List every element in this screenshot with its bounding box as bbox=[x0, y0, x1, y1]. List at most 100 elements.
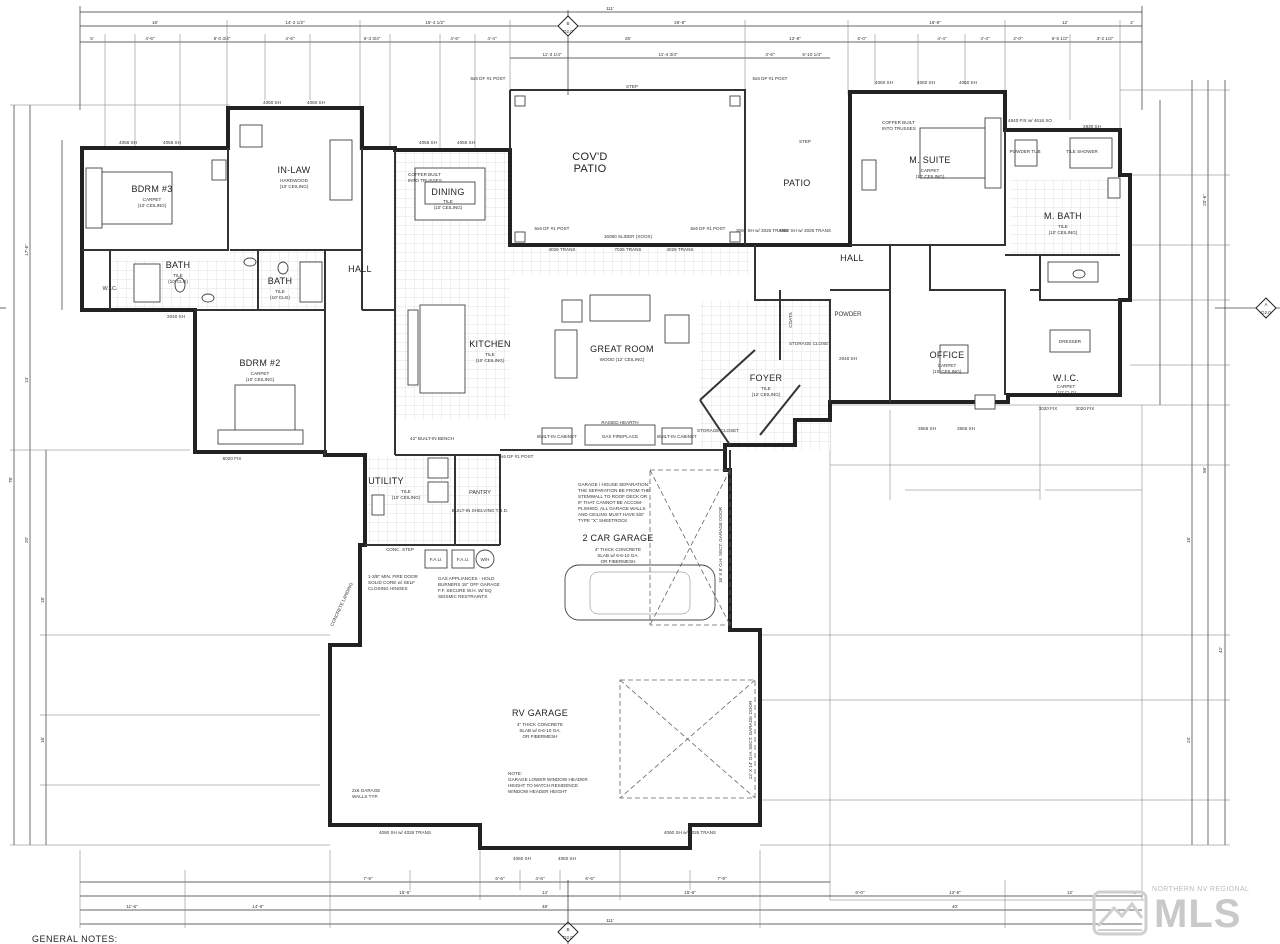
room-powder: POWDER bbox=[835, 312, 863, 318]
room-covd-patio-line2: PATIO bbox=[574, 163, 607, 175]
dim-text: 17'-6" bbox=[24, 244, 29, 256]
room-ceiling: (10' CEILING) bbox=[476, 358, 505, 363]
label-slider: 16080 SLIDER (XOOX) bbox=[604, 234, 653, 239]
note-line: IF THAT CANNOT BE ACCOM- bbox=[578, 500, 643, 505]
label-water-heater: W/H bbox=[481, 557, 490, 562]
window-label: 3656 SH bbox=[918, 426, 936, 431]
logo-subtitle: NORTHERN NV REGIONAL bbox=[1152, 886, 1250, 893]
window-label: 4060 SH w/ 4026 TRANS bbox=[664, 830, 716, 835]
room-finish: TILE bbox=[1058, 224, 1068, 229]
garage-note: SLAB w/ 6-6-10 GA. bbox=[519, 728, 560, 733]
label-cabinet: BUILT-IN CABINET bbox=[657, 434, 697, 439]
room-finish: TILE bbox=[401, 489, 411, 494]
room-bath-1: BATH bbox=[166, 260, 191, 270]
dim-text: 56' bbox=[1202, 467, 1207, 473]
top-dimension-text: 111' 18' 14'-2 1/2" 15'-4 1/2" 26'-8" 16… bbox=[90, 6, 1134, 57]
note-line: 1-3/8" MIN. FIRE DOOR bbox=[368, 574, 419, 579]
room-ceiling: (10' CEILING) bbox=[246, 377, 275, 382]
room-kitchen: KITCHEN bbox=[469, 339, 511, 349]
window-label: 4056 SH bbox=[163, 140, 181, 145]
dim-text: 4'-4" bbox=[980, 36, 990, 41]
room-finish: TILE bbox=[443, 199, 453, 204]
dim-text: 13' bbox=[24, 377, 29, 383]
room-finish: CARPET bbox=[938, 363, 957, 368]
note-line: F.F. SECURE W.H. W/ EQ bbox=[438, 588, 492, 593]
label-landing: CONCRETE LANDING bbox=[329, 581, 354, 627]
room-pantry: PANTRY bbox=[469, 490, 491, 496]
room-inlaw: IN-LAW bbox=[278, 165, 311, 175]
exterior-walls bbox=[80, 89, 1132, 850]
room-ceiling: (10' CEILING) bbox=[392, 495, 421, 500]
dim-text: 14'-2 1/2" bbox=[285, 20, 305, 25]
room-dining: DINING bbox=[431, 187, 464, 197]
room-office: OFFICE bbox=[930, 350, 965, 360]
window-labels: 4056 SH 4056 SH 4060 SH 4060 SH 4056 SH … bbox=[119, 80, 1101, 861]
window-label: 2040 SH bbox=[167, 314, 185, 319]
note-line: BURNERS 18" OFF GARAGE bbox=[438, 582, 500, 587]
dim-text: 15'-4 1/2" bbox=[425, 20, 445, 25]
label-hearth: RAISED HEARTH bbox=[601, 420, 638, 425]
window-label: 3020 FIX bbox=[1076, 406, 1095, 411]
dim-text: 11'-6" bbox=[126, 904, 138, 909]
label-post: 6x6 DF #1 POST bbox=[499, 454, 534, 459]
label-dresser: DRESSER bbox=[1059, 339, 1082, 344]
room-rv-garage: RV GARAGE bbox=[512, 708, 568, 718]
dim-text: 11'-4 3/4" bbox=[658, 52, 677, 57]
furniture-and-fixtures bbox=[85, 117, 1121, 799]
room-finish: TILE bbox=[761, 386, 771, 391]
note-line: PLISHED, ALL GARAGE WALLS bbox=[578, 506, 646, 511]
mls-logo: NORTHERN NV REGIONAL MLS bbox=[1092, 882, 1272, 938]
dim-text: 8'-0 3/4" bbox=[214, 36, 231, 41]
label-step: STEP bbox=[626, 84, 638, 89]
note-line: NOTE: bbox=[508, 771, 522, 776]
label-coats: COATS bbox=[788, 312, 793, 327]
room-wic-bdrm3: W.I.C. bbox=[103, 286, 118, 292]
dim-text: 4'-4" bbox=[937, 36, 947, 41]
dim-top-total: 111' bbox=[606, 6, 614, 11]
general-notes-heading: GENERAL NOTES: bbox=[32, 934, 118, 944]
room-labels: BDRM #3 CARPET (10' CEILING) IN-LAW HARD… bbox=[103, 151, 1082, 739]
note-line: COFFER BUILT bbox=[882, 120, 915, 125]
label-storage: STORAGE CLOSET bbox=[789, 341, 831, 346]
note-line: COFFER BUILT bbox=[408, 172, 441, 177]
note-line: GARAGE / HOUSE SEPARATION: bbox=[578, 482, 649, 487]
note-line: STEMWALL TO ROOF DECK OR bbox=[578, 494, 648, 499]
note-line: WALLS TYP. bbox=[352, 794, 378, 799]
room-wic-master: W.I.C. bbox=[1053, 373, 1079, 383]
label-fau: F.A.U. bbox=[457, 557, 470, 562]
room-bath-2: BATH bbox=[268, 276, 293, 286]
dim-text: 6'-6" bbox=[495, 876, 505, 881]
room-covd-patio: COV'D bbox=[572, 151, 607, 163]
mountain-logo-icon bbox=[1092, 890, 1148, 936]
dim-text: 4'-6" bbox=[145, 36, 155, 41]
dim-text: 25' bbox=[625, 36, 631, 41]
room-ceiling: (10' CLG) bbox=[168, 279, 188, 284]
side-dimension-lines bbox=[10, 80, 1230, 901]
label-cabinet: BUILT-IN CABINET bbox=[537, 434, 577, 439]
room-ceiling: (10' CLG) bbox=[270, 295, 290, 300]
label-trans: 3060 SH w/ 3026 TRANS bbox=[779, 228, 831, 233]
window-label: 2040 SH bbox=[839, 356, 857, 361]
note-line: INTO TRUSSES bbox=[408, 178, 442, 183]
room-ceiling: (10' CEILING) bbox=[138, 203, 167, 208]
dim-text: 4'-6" bbox=[285, 36, 295, 41]
room-finish: TILE bbox=[275, 289, 285, 294]
construction-notes: GARAGE / HOUSE SEPARATION: THE SEPARATIO… bbox=[352, 120, 916, 799]
garage-note: 4" THICK CONCRETE bbox=[595, 547, 641, 552]
dim-text: 2'-0" bbox=[1013, 36, 1023, 41]
label-fireplace: GAS FIREPLACE bbox=[602, 434, 639, 439]
label-step: STEP bbox=[799, 139, 811, 144]
dim-text: 18' bbox=[152, 20, 158, 25]
window-label: 4060 SH bbox=[263, 100, 281, 105]
garage-note: OR FIBERMESH bbox=[523, 734, 558, 739]
label-fau: F.A.U. bbox=[430, 557, 443, 562]
dim-text: 12' bbox=[1062, 20, 1068, 25]
note-line: CLOSING HINGES bbox=[368, 586, 408, 591]
dim-text: 4'-6" bbox=[535, 876, 545, 881]
room-utility: UTILITY bbox=[368, 476, 404, 486]
dim-text: 14' bbox=[542, 890, 548, 895]
room-finish: TILE bbox=[485, 352, 495, 357]
dim-text: 12' bbox=[1067, 890, 1073, 895]
section-sheet: D2.0 bbox=[563, 935, 573, 940]
note-line: TYPE "X" SHEETROCK bbox=[578, 518, 628, 523]
